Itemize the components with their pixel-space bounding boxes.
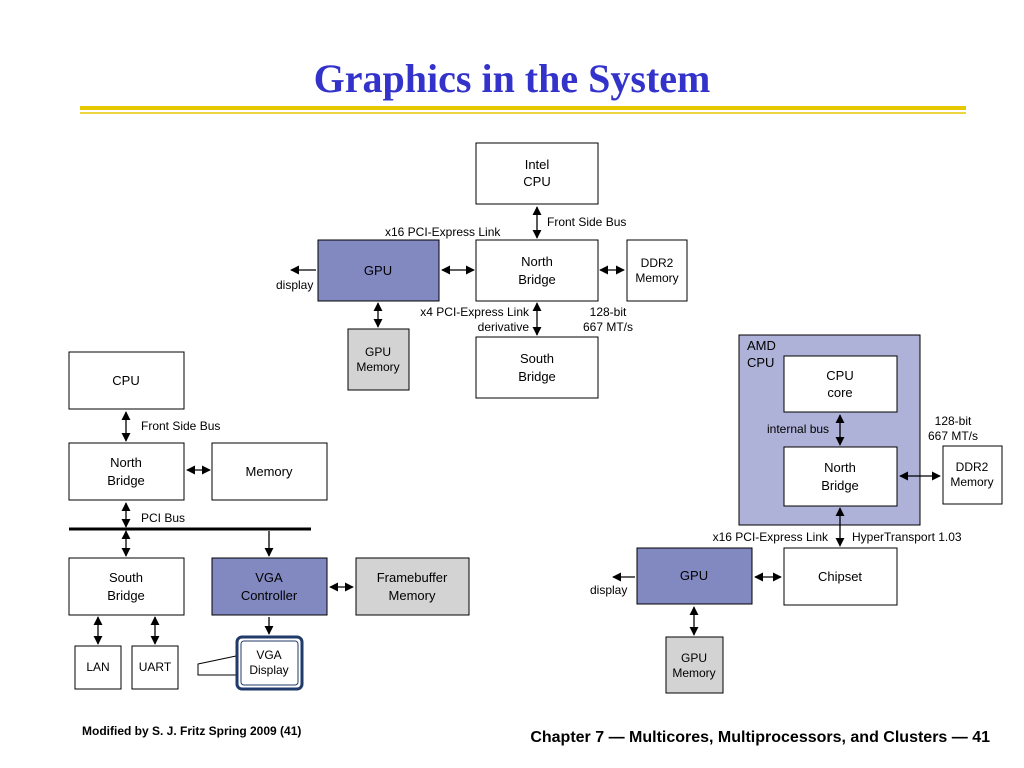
vga-framebuffer-label-1: Framebuffer xyxy=(377,570,448,585)
intel-gpu-label: GPU xyxy=(364,263,392,278)
intel-sb-label-1: South xyxy=(520,351,554,366)
amd-ddr2-label-1: DDR2 xyxy=(956,460,989,474)
amd-nb-label-2: Bridge xyxy=(821,478,859,493)
intel-nb-label-1: North xyxy=(521,254,553,269)
intel-pcie-x4-label-1: x4 PCI-Express Link xyxy=(420,305,530,319)
intel-gpu-mem-label-2: Memory xyxy=(356,360,399,374)
amd-chipset-label: Chipset xyxy=(818,569,862,584)
amd-core-label-1: CPU xyxy=(826,368,853,383)
intel-cpu-label-2: CPU xyxy=(523,174,550,189)
intel-display-label: display xyxy=(276,278,313,292)
intel-north-bridge-box xyxy=(475,239,599,302)
intel-ddr2-label-1: DDR2 xyxy=(641,256,674,270)
amd-nb-label-1: North xyxy=(824,460,856,475)
amd-internal-bus-label: internal bus xyxy=(767,422,829,436)
vga-lan-label: LAN xyxy=(86,660,109,674)
amd-north-bridge-box xyxy=(783,446,898,507)
vga-display-label-1: VGA xyxy=(256,648,281,662)
amd-gpu-mem-label-2: Memory xyxy=(672,666,715,680)
amd-gpu-box xyxy=(636,547,753,605)
vga-nb-label-1: North xyxy=(110,455,142,470)
vga-display-box xyxy=(235,635,304,691)
vga-framebuffer-label-2: Memory xyxy=(389,588,436,603)
vga-uart-box xyxy=(131,645,179,690)
amd-ddr2-label-2: Memory xyxy=(950,475,993,489)
amd-system: AMD CPU CPU core internal bus North Brid… xyxy=(590,334,1003,694)
amd-display-label: display xyxy=(590,583,627,597)
vga-south-bridge-box xyxy=(68,557,185,616)
vga-lan-box xyxy=(74,645,122,690)
amd-chipset-box xyxy=(783,547,898,606)
vga-controller-box xyxy=(211,557,328,616)
vga-fsb-label: Front Side Bus xyxy=(141,419,220,433)
intel-cpu-label-1: Intel xyxy=(525,157,550,172)
intel-gpu-memory-box xyxy=(347,328,410,391)
intel-nb-label-2: Bridge xyxy=(518,272,556,287)
vga-controller-label-1: VGA xyxy=(255,570,283,585)
intel-south-bridge-box xyxy=(475,336,599,399)
vga-framebuffer-box xyxy=(355,557,470,616)
vga-cpu-label: CPU xyxy=(112,373,139,388)
vga-system: CPU Front Side Bus North Bridge Memory P… xyxy=(68,351,470,691)
vga-north-bridge-box xyxy=(68,442,185,501)
vga-display-screen xyxy=(240,640,299,686)
intel-gpu-box xyxy=(317,239,440,302)
footer-credit: Modified by S. J. Fritz Spring 2009 (41) xyxy=(82,724,302,738)
footer-chapter: Chapter 7 — Multicores, Multiprocessors,… xyxy=(530,729,990,746)
intel-pcie-x16-label: x16 PCI-Express Link xyxy=(385,225,501,239)
vga-pci-bus-label: PCI Bus xyxy=(141,511,185,525)
vga-memory-label: Memory xyxy=(246,464,293,479)
amd-gpu-mem-label-1: GPU xyxy=(681,651,707,665)
vga-sb-label-1: South xyxy=(109,570,143,585)
vga-sb-label-2: Bridge xyxy=(107,588,145,603)
amd-bus-spec-1: 128-bit xyxy=(935,414,972,428)
slide-title: Graphics in the System xyxy=(313,56,711,101)
intel-ddr2-box xyxy=(626,239,688,302)
vga-cpu-box xyxy=(68,351,185,410)
amd-core-label-2: core xyxy=(827,385,852,400)
amd-hypertransport-label: HyperTransport 1.03 xyxy=(852,530,962,544)
vga-display-label-2: Display xyxy=(249,663,288,677)
amd-ddr2-box xyxy=(942,445,1003,505)
amd-cpu-core-box xyxy=(783,355,898,413)
intel-cpu-box xyxy=(475,142,599,205)
vga-uart-label: UART xyxy=(139,660,172,674)
vga-nb-label-2: Bridge xyxy=(107,473,145,488)
amd-bus-spec-2: 667 MT/s xyxy=(928,429,978,443)
intel-bus-spec-2: 667 MT/s xyxy=(583,320,633,334)
intel-bus-spec-1: 128-bit xyxy=(590,305,627,319)
amd-cpu-label-1: AMD xyxy=(747,338,776,353)
intel-ddr2-label-2: Memory xyxy=(635,271,678,285)
intel-sb-label-2: Bridge xyxy=(518,369,556,384)
vga-display-stand xyxy=(197,655,237,676)
intel-system: Intel CPU Front Side Bus x16 PCI-Express… xyxy=(276,142,688,399)
intel-gpu-mem-label-1: GPU xyxy=(365,345,391,359)
intel-pcie-x4-label-2: derivative xyxy=(478,320,530,334)
amd-gpu-label: GPU xyxy=(680,568,708,583)
amd-cpu-label-2: CPU xyxy=(747,355,774,370)
amd-gpu-memory-box xyxy=(665,636,724,694)
vga-controller-label-2: Controller xyxy=(241,588,298,603)
title-underline xyxy=(80,106,966,114)
amd-pcie-x16-label: x16 PCI-Express Link xyxy=(713,530,829,544)
vga-memory-box xyxy=(211,442,328,501)
intel-fsb-label: Front Side Bus xyxy=(547,215,626,229)
